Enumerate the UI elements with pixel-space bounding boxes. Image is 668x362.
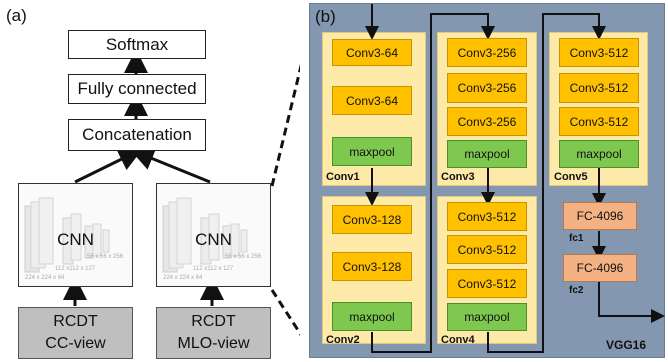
- cnn-box-left: CNN 224 x 224 x 64 112 x112 x 127 56 x 5…: [18, 183, 133, 287]
- conv4-block-3: Conv3-512: [447, 269, 527, 298]
- conv2-maxpool: maxpool: [332, 302, 412, 331]
- conv1-maxpool: maxpool: [332, 137, 412, 166]
- cnn-layers-graphic-left: [24, 197, 110, 273]
- conv5-maxpool: maxpool: [559, 140, 639, 168]
- conv3-block-2: Conv3-256: [447, 73, 527, 103]
- fc2-label: fc2: [569, 285, 584, 296]
- conv5-block-1: Conv3-512: [559, 38, 639, 67]
- conv3-block-1: Conv3-256: [447, 38, 527, 67]
- conv4-block-1: Conv3-512: [447, 202, 527, 231]
- cnn-dim-right-1: 224 x 224 x 64: [163, 275, 203, 281]
- cnn-dim-left-2: 112 x112 x 127: [55, 266, 96, 272]
- cnn-dim-right-2: 112 x112 x 127: [193, 266, 234, 272]
- conv2-label: Conv2: [326, 334, 360, 346]
- panel-a-arrows: [63, 49, 300, 337]
- panel-a-label: (a): [6, 6, 27, 25]
- input-cc-line2: CC-view: [45, 335, 106, 352]
- input-box-cc-view: RCDT CC-view: [18, 307, 133, 359]
- cnn-label-right: CNN: [195, 230, 232, 249]
- conv2-block-2: Conv3-128: [332, 252, 412, 281]
- conv2-block-1: Conv3-128: [332, 205, 412, 234]
- conv4-maxpool: maxpool: [447, 303, 527, 331]
- conv5-block-3: Conv3-512: [559, 107, 639, 136]
- conv1-block-1: Conv3-64: [332, 39, 412, 66]
- fc2-block: FC-4096: [563, 254, 637, 282]
- conv5-block-2: Conv3-512: [559, 73, 639, 103]
- cnn-dim-left-1: 224 x 224 x 64: [25, 275, 65, 281]
- concatenation-box: Concatenation: [68, 119, 206, 151]
- softmax-box: Softmax: [68, 30, 206, 59]
- cnn-box-right: CNN 224 x 224 x 64 112 x112 x 127 56 x 5…: [156, 183, 271, 287]
- panel-b-label: (b): [315, 7, 336, 26]
- conv5-label: Conv5: [554, 171, 588, 183]
- fully-connected-box: Fully connected: [68, 74, 206, 104]
- conv1-label: Conv1: [326, 171, 360, 183]
- fc1-label: fc1: [569, 233, 584, 244]
- input-box-mlo-view: RCDT MLO-view: [156, 307, 271, 359]
- cnn-dim-right-3: 56 x 56 x 256: [225, 254, 262, 260]
- conv4-block-2: Conv3-512: [447, 235, 527, 264]
- conv3-block-3: Conv3-256: [447, 107, 527, 136]
- fc1-block: FC-4096: [563, 202, 637, 230]
- input-cc-line1: RCDT: [53, 313, 98, 330]
- conv3-label: Conv3: [441, 171, 475, 183]
- conv4-label: Conv4: [441, 334, 475, 346]
- cnn-dim-left-3: 56 x 56 x 256: [87, 254, 124, 260]
- conv1-block-2: Conv3-64: [332, 86, 412, 115]
- cnn-layers-graphic-right: [162, 197, 248, 273]
- input-mlo-line1: RCDT: [191, 313, 236, 330]
- input-mlo-line2: MLO-view: [177, 335, 250, 352]
- cnn-label-left: CNN: [57, 230, 94, 249]
- vgg16-title: VGG16: [606, 338, 647, 352]
- conv3-maxpool: maxpool: [447, 140, 527, 168]
